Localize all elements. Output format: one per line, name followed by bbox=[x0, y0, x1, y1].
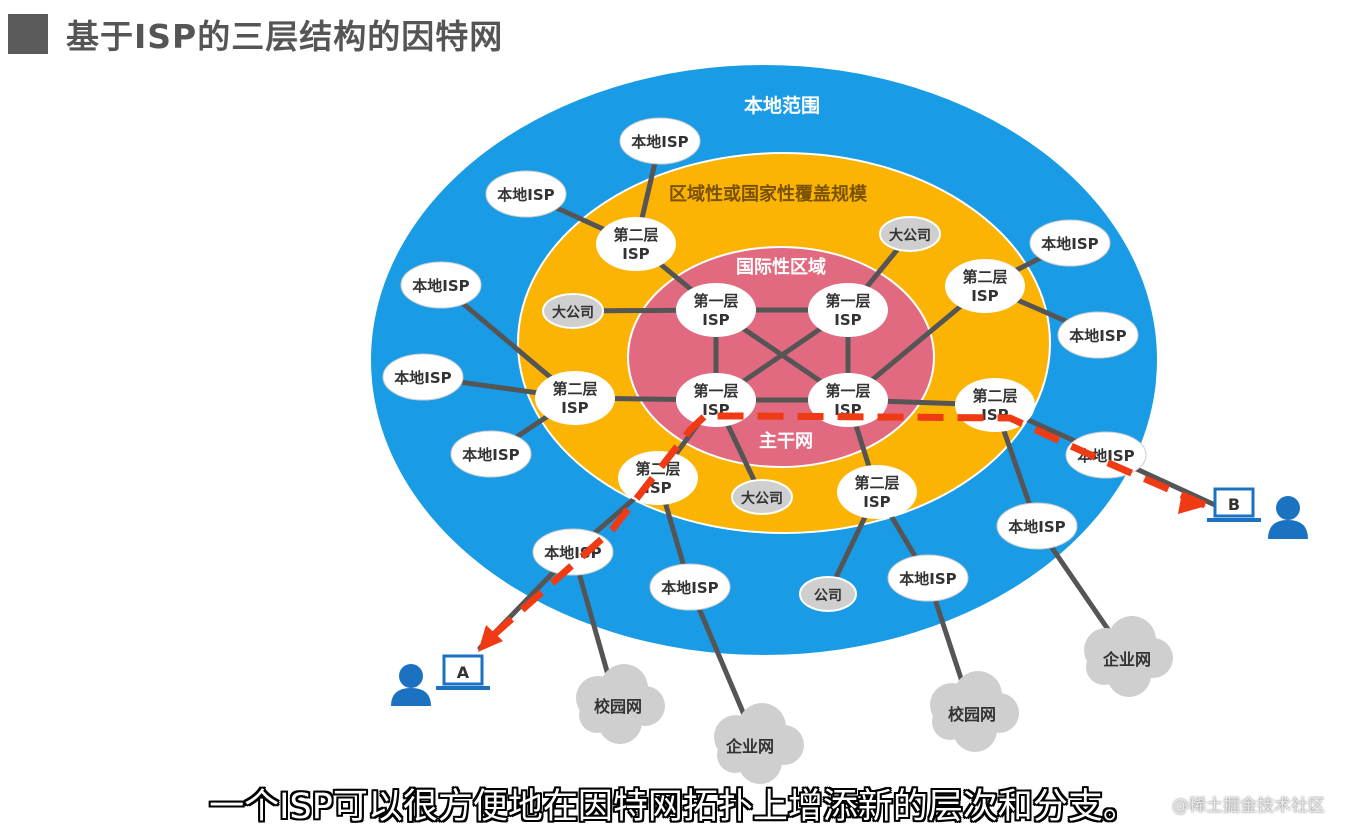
outer-ring-label: 本地范围 bbox=[744, 94, 820, 117]
local-isp-label-1: 本地ISP bbox=[631, 133, 688, 151]
laptop-icon-a bbox=[436, 654, 490, 690]
enterprise-network-cloud-1: 企业网 bbox=[714, 703, 804, 784]
host-b: B bbox=[1207, 487, 1308, 539]
company-node: 公司 bbox=[799, 576, 857, 612]
local-isp-label-7: 本地ISP bbox=[462, 446, 519, 464]
big-company-label-1: 大公司 bbox=[552, 304, 594, 321]
tier2-isp-label-1b: ISP bbox=[622, 245, 649, 263]
campus-network-cloud-2: 校园网 bbox=[930, 671, 1019, 752]
local-isp-label-3: 本地ISP bbox=[1041, 235, 1098, 253]
big-company-label-2: 大公司 bbox=[889, 227, 931, 244]
big-company-node-1: 大公司 bbox=[542, 293, 604, 329]
arrow-head-a-icon bbox=[478, 625, 503, 652]
local-isp-label-5: 本地ISP bbox=[412, 277, 469, 295]
campus-network-label-1: 校园网 bbox=[594, 697, 642, 716]
host-a-label: A bbox=[457, 663, 470, 682]
arrow-head-b-icon bbox=[1178, 492, 1206, 514]
tier1-isp-label-1a: 第一层 bbox=[693, 292, 738, 310]
title-square-icon bbox=[8, 14, 48, 54]
video-subtitle: 一个ISP可以很方便地在因特网拓扑上增添新的层次和分支。 bbox=[209, 787, 1138, 827]
enterprise-network-label-1: 企业网 bbox=[725, 737, 774, 756]
host-b-label: B bbox=[1228, 495, 1240, 514]
backbone-label: 主干网 bbox=[759, 430, 813, 452]
title-bar: 基于ISP的三层结构的因特网 bbox=[8, 12, 503, 56]
inner-ring-label: 国际性区域 bbox=[736, 256, 826, 278]
tier2-isp-label-6b: ISP bbox=[863, 493, 890, 511]
tier2-isp-label-2a: 第二层 bbox=[962, 268, 1007, 286]
tier2-isp-label-5a: 第二层 bbox=[635, 460, 680, 478]
tier1-isp-label-3a: 第一层 bbox=[693, 382, 738, 400]
enterprise-network-label-2: 企业网 bbox=[1102, 650, 1151, 669]
host-a: A bbox=[391, 654, 490, 706]
tier1-isp-label-2b: ISP bbox=[834, 311, 861, 329]
local-isp-node bbox=[382, 117, 1147, 611]
big-company-node-2: 大公司 bbox=[879, 216, 941, 252]
campus-network-cloud-1: 校园网 bbox=[576, 664, 665, 744]
user-icon-a bbox=[391, 664, 431, 706]
local-isp-label-4: 本地ISP bbox=[1069, 327, 1126, 345]
page-title: 基于ISP的三层结构的因特网 bbox=[66, 17, 504, 56]
middle-ring-label: 区域性或国家性覆盖规模 bbox=[669, 183, 868, 205]
tier1-isp-label-4a: 第一层 bbox=[825, 382, 870, 400]
tier2-isp-label-2b: ISP bbox=[971, 287, 998, 305]
big-company-node-3: 大公司 bbox=[731, 479, 793, 515]
path-a-to-b bbox=[485, 412, 1207, 643]
company-label: 公司 bbox=[814, 588, 842, 604]
user-icon-b bbox=[1268, 496, 1308, 539]
campus-network-label-2: 校园网 bbox=[948, 705, 996, 724]
laptop-icon-b bbox=[1207, 487, 1261, 522]
tier2-isp-label-6a: 第二层 bbox=[854, 474, 899, 492]
tier1-isp-label-2a: 第一层 bbox=[825, 292, 870, 310]
local-isp-label-2: 本地ISP bbox=[497, 186, 554, 204]
local-isp-label-8: 本地ISP bbox=[1077, 447, 1134, 465]
local-isp-label-9: 本地ISP bbox=[1008, 518, 1065, 536]
tier1-isp-label-1b: ISP bbox=[702, 311, 729, 329]
local-isp-label-11: 本地ISP bbox=[661, 579, 718, 597]
tier2-isp-label-3b: ISP bbox=[561, 399, 588, 417]
local-isp-label-6: 本地ISP bbox=[394, 369, 451, 387]
big-company-label-3: 大公司 bbox=[741, 490, 783, 507]
enterprise-network-cloud-2: 企业网 bbox=[1084, 616, 1173, 697]
tier2-isp-label-3a: 第二层 bbox=[552, 380, 597, 398]
watermark: @稀土掘金技术社区 bbox=[1172, 796, 1325, 816]
local-isp-label-12: 本地ISP bbox=[899, 570, 956, 588]
tier2-isp-label-4a: 第二层 bbox=[972, 387, 1017, 405]
tier2-isp-label-1a: 第二层 bbox=[613, 226, 658, 244]
